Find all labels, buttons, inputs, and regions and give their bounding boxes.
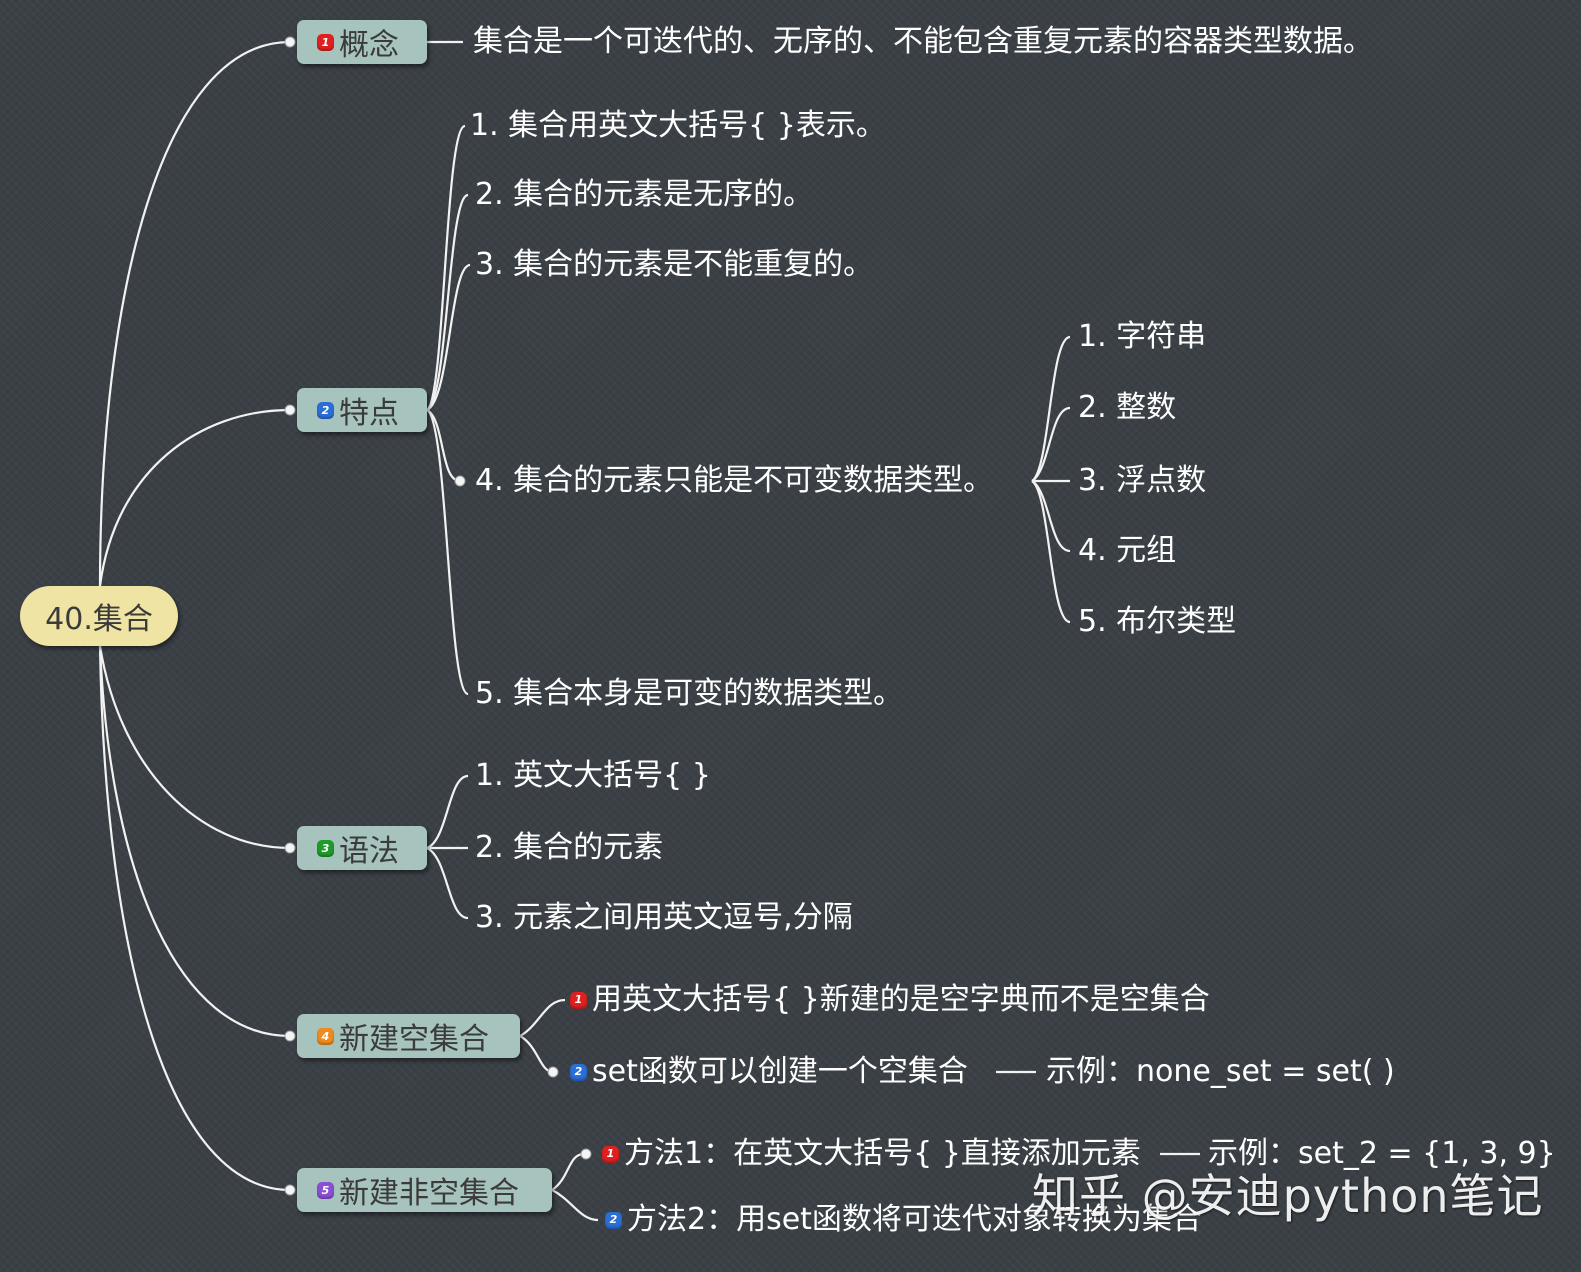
priority-1-icon: 1 (317, 33, 334, 51)
concept-definition[interactable]: 集合是一个可迭代的、无序的、不能包含重复元素的容器类型数据。 (473, 22, 1373, 62)
connector-empty-item2 (519, 1035, 554, 1074)
nonempty-set-item-2[interactable]: 2 方法2：用set函数将可迭代对象转换为集合 (605, 1200, 1202, 1240)
syntax-item-2[interactable]: 2. 集合的元素 (475, 828, 663, 868)
features-item-5-text: 5. 集合本身是可变的数据类型。 (475, 676, 904, 711)
empty-set-example[interactable]: 示例：none_set = set( ) (1046, 1052, 1395, 1092)
collapse-dot-nonempty (284, 1184, 296, 1196)
branch-syntax-label: 语法 (339, 834, 399, 869)
type-item-1-text: 1. 字符串 (1078, 319, 1207, 354)
empty-set-item-2[interactable]: 2 set函数可以创建一个空集合 (570, 1052, 968, 1092)
type-item-1[interactable]: 1. 字符串 (1078, 317, 1206, 357)
connector-type1 (1031, 335, 1071, 482)
features-item-4[interactable]: 4. 集合的元素只能是不可变数据类型。 (475, 461, 993, 501)
branch-features-label: 特点 (339, 396, 399, 431)
features-item-3-text: 3. 集合的元素是不能重复的。 (475, 247, 874, 282)
nonempty-set-item-1-text: 方法1：在英文大括号{ }直接添加元素 (624, 1136, 1141, 1171)
branch-features[interactable]: 2 特点 (297, 388, 427, 432)
connector-nonempty-item1 (551, 1152, 585, 1191)
empty-set-item-1-text: 用英文大括号{ }新建的是空字典而不是空集合 (592, 982, 1210, 1017)
branch-empty-set-label: 新建空集合 (339, 1022, 489, 1057)
features-item-2-text: 2. 集合的元素是无序的。 (475, 177, 814, 212)
type-item-5[interactable]: 5. 布尔类型 (1078, 602, 1236, 642)
connector-root-concept (98, 40, 291, 587)
connector-features-item5 (426, 409, 470, 696)
connector-type2 (1031, 406, 1071, 482)
nonempty-set-example-text: 示例：set_2 = {1, 3, 9} (1208, 1136, 1556, 1171)
collapse-dot-concept (284, 36, 296, 48)
syntax-item-3[interactable]: 3. 元素之间用英文逗号,分隔 (475, 898, 853, 938)
collapse-dot-features (284, 404, 296, 416)
syntax-item-2-text: 2. 集合的元素 (475, 830, 664, 865)
connector-features-item3 (426, 263, 471, 412)
collapse-dot-nonempty-item1 (580, 1148, 592, 1160)
connector-root-nonempty (98, 645, 291, 1192)
syntax-item-1[interactable]: 1. 英文大括号{ } (475, 756, 711, 796)
empty-set-item-2-text: set函数可以创建一个空集合 (592, 1054, 968, 1089)
empty-set-item-1[interactable]: 1 用英文大括号{ }新建的是空字典而不是空集合 (570, 980, 1210, 1020)
root-topic-label: 40.集合 (45, 602, 153, 637)
connector-root-features (98, 408, 291, 587)
priority-3-icon: 3 (317, 839, 334, 857)
type-item-3[interactable]: 3. 浮点数 (1078, 461, 1206, 501)
features-item-1[interactable]: 1. 集合用英文大括号{ }表示。 (470, 106, 886, 146)
root-topic[interactable]: 40.集合 (20, 586, 178, 646)
type-item-2-text: 2. 整数 (1078, 390, 1177, 425)
collapse-dot-item4 (454, 475, 466, 487)
type-item-3-text: 3. 浮点数 (1078, 463, 1207, 498)
collapse-dot-empty (284, 1030, 296, 1042)
concept-definition-text: 集合是一个可迭代的、无序的、不能包含重复元素的容器类型数据。 (473, 24, 1373, 59)
priority-5-icon: 5 (317, 1181, 334, 1199)
branch-syntax[interactable]: 3 语法 (297, 826, 427, 870)
connector-features-item4 (426, 409, 461, 483)
priority-1-icon: 1 (570, 991, 587, 1009)
features-item-2[interactable]: 2. 集合的元素是无序的。 (475, 175, 813, 215)
nonempty-set-example[interactable]: 示例：set_2 = {1, 3, 9} (1208, 1134, 1556, 1174)
connector-nonempty-item2 (551, 1189, 599, 1222)
collapse-dot-syntax (284, 842, 296, 854)
type-item-2[interactable]: 2. 整数 (1078, 388, 1176, 428)
type-item-4[interactable]: 4. 元组 (1078, 531, 1176, 571)
watermark: 知乎 @安迪python笔记 (1032, 1169, 1544, 1223)
connector-syntax-item1 (426, 774, 469, 850)
connector-features-item2 (426, 193, 469, 411)
priority-2-icon: 2 (570, 1063, 587, 1081)
connector-empty-item1 (519, 998, 566, 1037)
branch-nonempty-set[interactable]: 5 新建非空集合 (297, 1168, 552, 1212)
features-item-1-text: 1. 集合用英文大括号{ }表示。 (470, 108, 886, 143)
branch-nonempty-set-label: 新建非空集合 (339, 1176, 519, 1211)
syntax-item-1-text: 1. 英文大括号{ } (475, 758, 711, 793)
priority-2-icon: 2 (605, 1211, 622, 1229)
branch-concept[interactable]: 1 概念 (297, 20, 427, 64)
priority-4-icon: 4 (317, 1027, 334, 1045)
features-item-4-text: 4. 集合的元素只能是不可变数据类型。 (475, 463, 994, 498)
priority-2-icon: 2 (317, 401, 334, 419)
type-item-5-text: 5. 布尔类型 (1078, 604, 1237, 639)
nonempty-set-item-2-text: 方法2：用set函数将可迭代对象转换为集合 (627, 1202, 1202, 1237)
syntax-item-3-text: 3. 元素之间用英文逗号,分隔 (475, 900, 853, 935)
collapse-dot-empty-item2 (547, 1066, 559, 1078)
connector-syntax-item3 (426, 847, 469, 920)
empty-set-example-text: 示例：none_set = set( ) (1046, 1054, 1395, 1089)
connector-root-syntax (98, 645, 291, 850)
branch-concept-label: 概念 (339, 28, 399, 63)
priority-1-icon: 1 (602, 1145, 619, 1163)
features-item-3[interactable]: 3. 集合的元素是不能重复的。 (475, 245, 873, 285)
connector-features-item1 (426, 124, 467, 411)
features-item-5[interactable]: 5. 集合本身是可变的数据类型。 (475, 674, 903, 714)
connector-root-empty (98, 645, 291, 1038)
nonempty-set-item-1[interactable]: 1 方法1：在英文大括号{ }直接添加元素 (602, 1134, 1141, 1174)
branch-empty-set[interactable]: 4 新建空集合 (297, 1014, 520, 1058)
connector-type5 (1031, 480, 1071, 624)
type-item-4-text: 4. 元组 (1078, 533, 1177, 568)
